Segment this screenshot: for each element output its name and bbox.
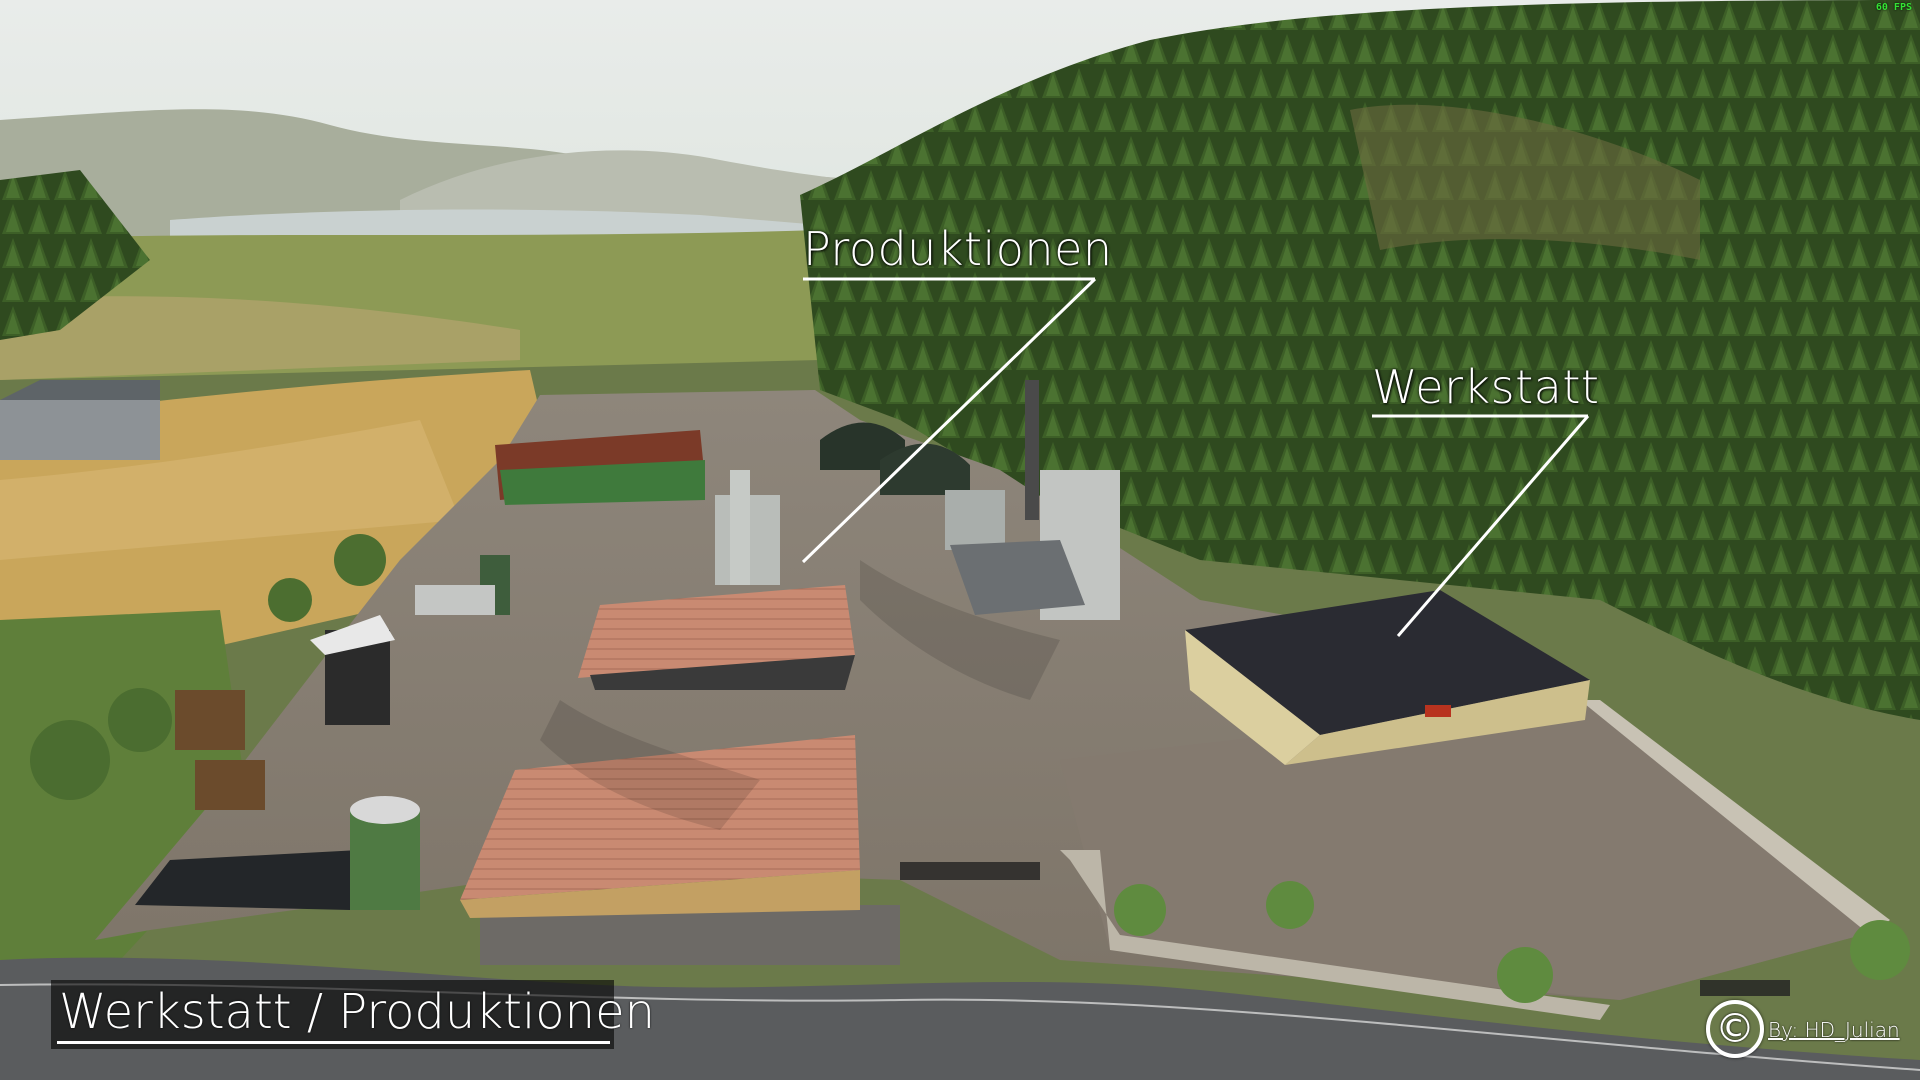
annotation-produktionen-label: Produktionen [803, 222, 1113, 276]
annotation-werkstatt-pointer [1372, 414, 1590, 637]
caption-underline [57, 1041, 610, 1044]
credit-author: By: HD_Julian [1768, 1018, 1900, 1042]
annotation-werkstatt-label: Werkstatt [1372, 360, 1600, 414]
copyright-icon: © [1706, 1000, 1764, 1058]
caption-banner: Werkstatt / Produktionen [51, 980, 655, 1049]
caption-title: Werkstatt / Produktionen [59, 984, 656, 1040]
author-credit: © By: HD_Julian [1706, 1000, 1906, 1060]
fps-counter: 60 FPS [1875, 2, 1912, 13]
annotation-produktionen-pointer [801, 277, 1097, 564]
